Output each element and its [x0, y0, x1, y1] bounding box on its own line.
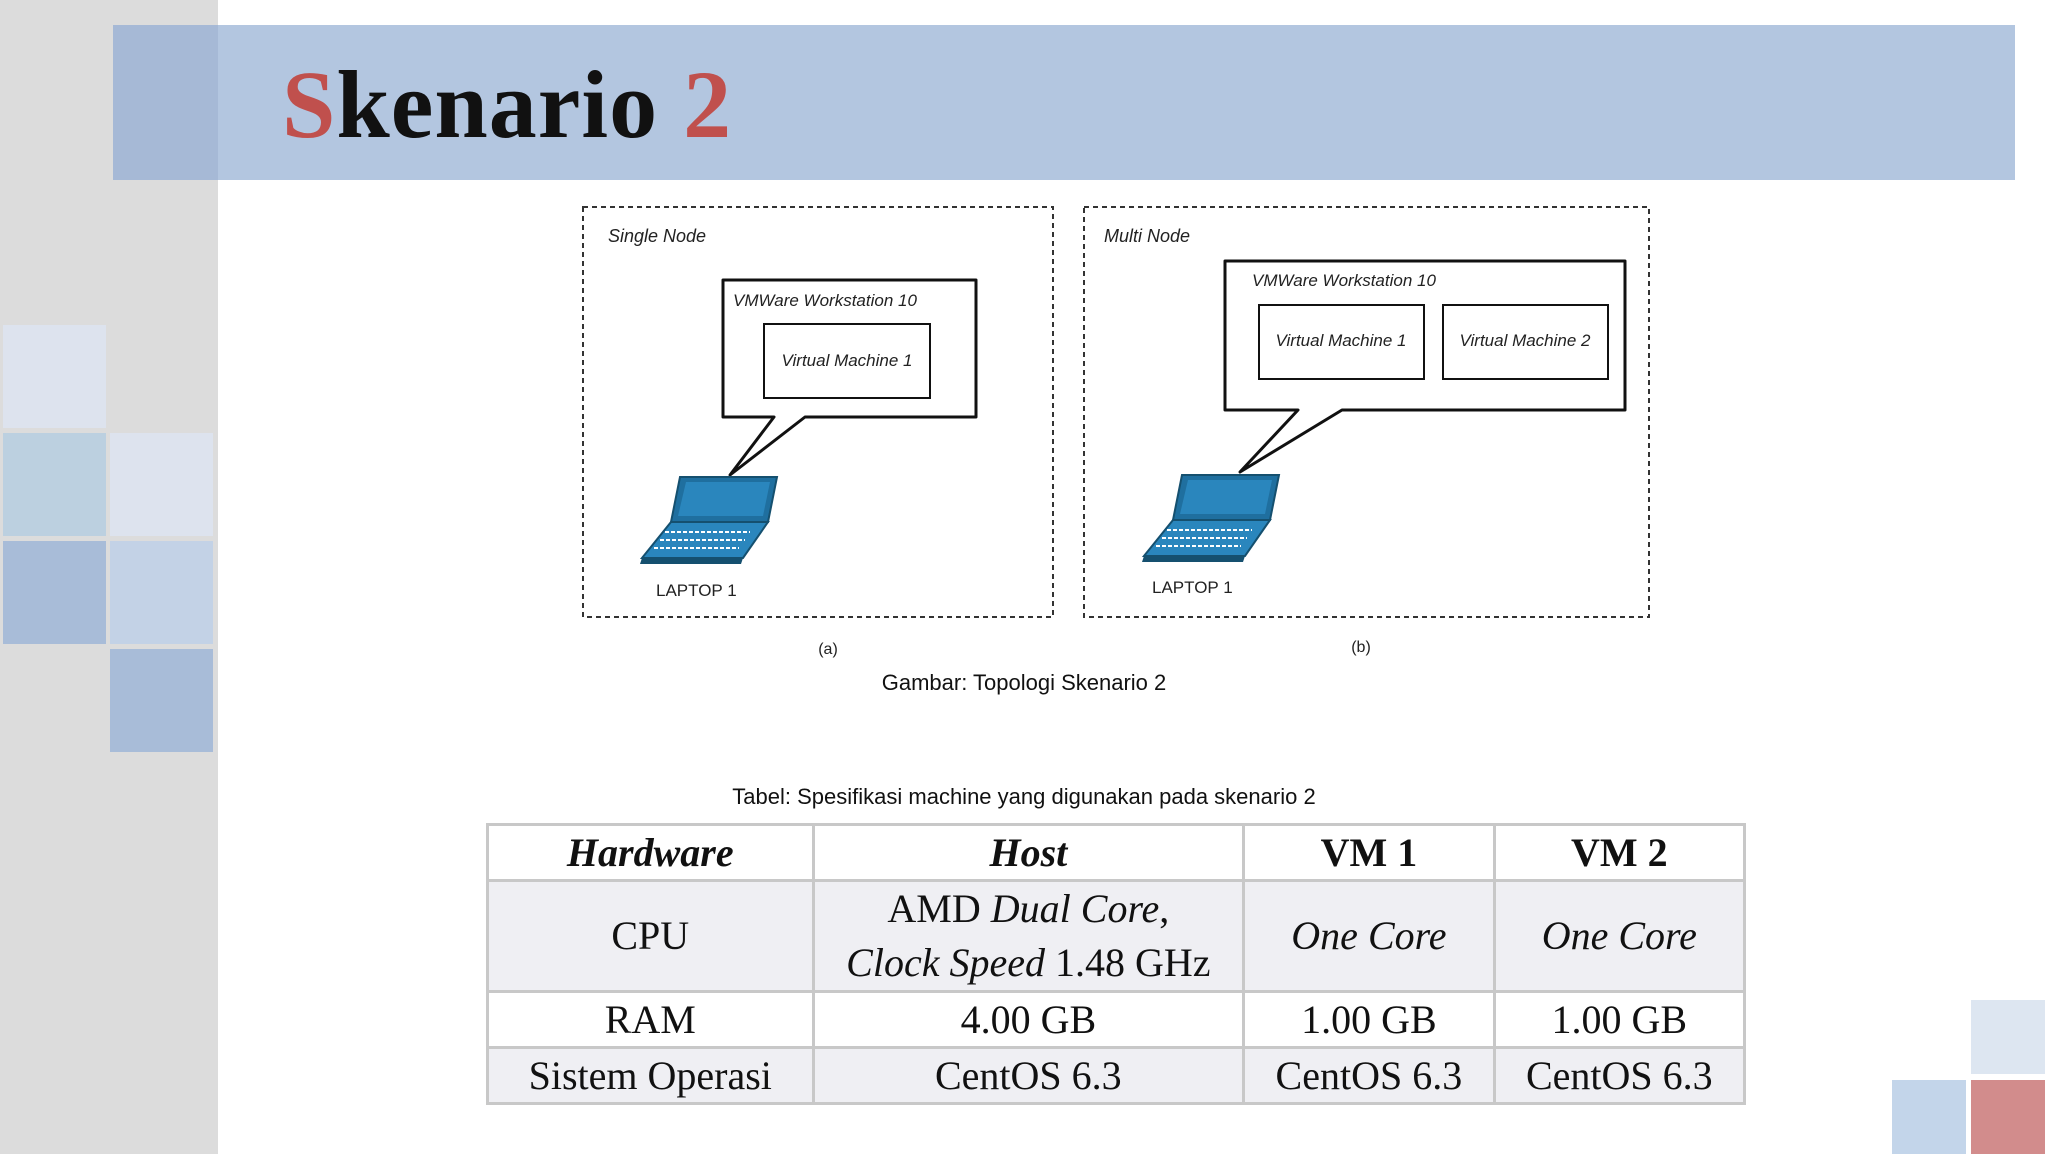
panel-b-vm2-box: [1442, 304, 1609, 380]
cell-ram-label: RAM: [486, 990, 815, 1049]
figure-caption: Gambar: Topologi Skenario 2: [881, 670, 1167, 695]
panel-a-vm1-box: [763, 323, 931, 399]
decor-square: [3, 541, 106, 644]
title-first-letter: S: [282, 51, 337, 158]
panel-b-vm1-box: [1258, 304, 1425, 380]
laptop-icon: [1141, 474, 1281, 562]
panel-b-laptop: LAPTOP 1: [1152, 578, 1233, 597]
panel-a-vm1: Virtual Machine 1: [781, 351, 912, 370]
cpu-host-comma: ,: [1159, 886, 1170, 931]
header-band-overlay: [113, 25, 218, 180]
cell-cpu-vm1: One Core: [1242, 879, 1496, 993]
panel-a-label: Single Node: [608, 226, 706, 246]
cpu-host-cores: Dual Core: [990, 886, 1160, 931]
table-header-row: Hardware Host VM 1 VM 2: [486, 823, 1747, 882]
spec-table: Hardware Host VM 1 VM 2 CPU AMD Dual Cor…: [486, 823, 1747, 1105]
panel-b-sublabel: (b): [1351, 639, 1371, 656]
decor-square: [110, 649, 213, 752]
panel-b-vm1: Virtual Machine 1: [1275, 331, 1406, 350]
cell-os-host: CentOS 6.3: [811, 1046, 1246, 1105]
decor-square: [3, 433, 106, 536]
cpu-host-clock-value: 1.48 GHz: [1044, 940, 1211, 985]
decor-square: [3, 325, 106, 428]
cell-cpu-vm2: One Core: [1492, 879, 1747, 993]
cell-os-vm1: CentOS 6.3: [1242, 1046, 1496, 1105]
topology-diagram: Single Node VMWare Workstation 10 Virtua…: [582, 206, 1650, 658]
decor-square: [1971, 1080, 2045, 1154]
title-number: 2: [683, 51, 733, 158]
panel-b-frame: [1083, 206, 1650, 618]
decor-square: [110, 433, 213, 536]
cell-os-vm2: CentOS 6.3: [1492, 1046, 1747, 1105]
table-caption: Tabel: Spesifikasi machine yang digunaka…: [732, 784, 1316, 809]
panel-b-label: Multi Node: [1104, 226, 1190, 246]
panel-b-workstation: VMWare Workstation 10: [1252, 271, 1436, 290]
decor-square: [1892, 1080, 1966, 1154]
decor-square: [1971, 1000, 2045, 1074]
panel-a-frame: [582, 206, 1054, 618]
cell-cpu-host: AMD Dual Core, Clock Speed 1.48 GHz: [811, 879, 1246, 993]
slide-title: Skenario 2: [282, 50, 732, 160]
title-rest: kenario: [336, 51, 684, 158]
panel-a-sublabel: (a): [818, 641, 838, 658]
cell-ram-host: 4.00 GB: [811, 990, 1246, 1049]
cell-cpu-label: CPU: [486, 879, 815, 993]
decor-square: [110, 541, 213, 644]
cpu-host-line2: Clock Speed 1.48 GHz: [846, 940, 1210, 985]
header-vm2: VM 2: [1492, 823, 1747, 882]
header-band: [113, 25, 2015, 180]
cell-ram-vm2: 1.00 GB: [1492, 990, 1747, 1049]
header-hardware: Hardware: [486, 823, 815, 882]
laptop-icon: [639, 476, 779, 564]
header-vm1: VM 1: [1242, 823, 1496, 882]
panel-a-workstation: VMWare Workstation 10: [733, 291, 917, 310]
table-row: Sistem Operasi CentOS 6.3 CentOS 6.3 Cen…: [486, 1046, 1747, 1105]
panel-a-laptop: LAPTOP 1: [656, 581, 737, 600]
cell-os-label: Sistem Operasi: [486, 1046, 815, 1105]
cell-ram-vm1: 1.00 GB: [1242, 990, 1496, 1049]
table-row: CPU AMD Dual Core, Clock Speed 1.48 GHz O…: [486, 879, 1747, 993]
cpu-host-vendor: AMD: [887, 886, 991, 931]
panel-b-vm2: Virtual Machine 2: [1459, 331, 1591, 350]
cpu-host-line1: AMD Dual Core,: [887, 886, 1169, 931]
table-row: RAM 4.00 GB 1.00 GB 1.00 GB: [486, 990, 1747, 1049]
cpu-host-clock-label: Clock Speed: [846, 940, 1045, 985]
header-host: Host: [811, 823, 1246, 882]
